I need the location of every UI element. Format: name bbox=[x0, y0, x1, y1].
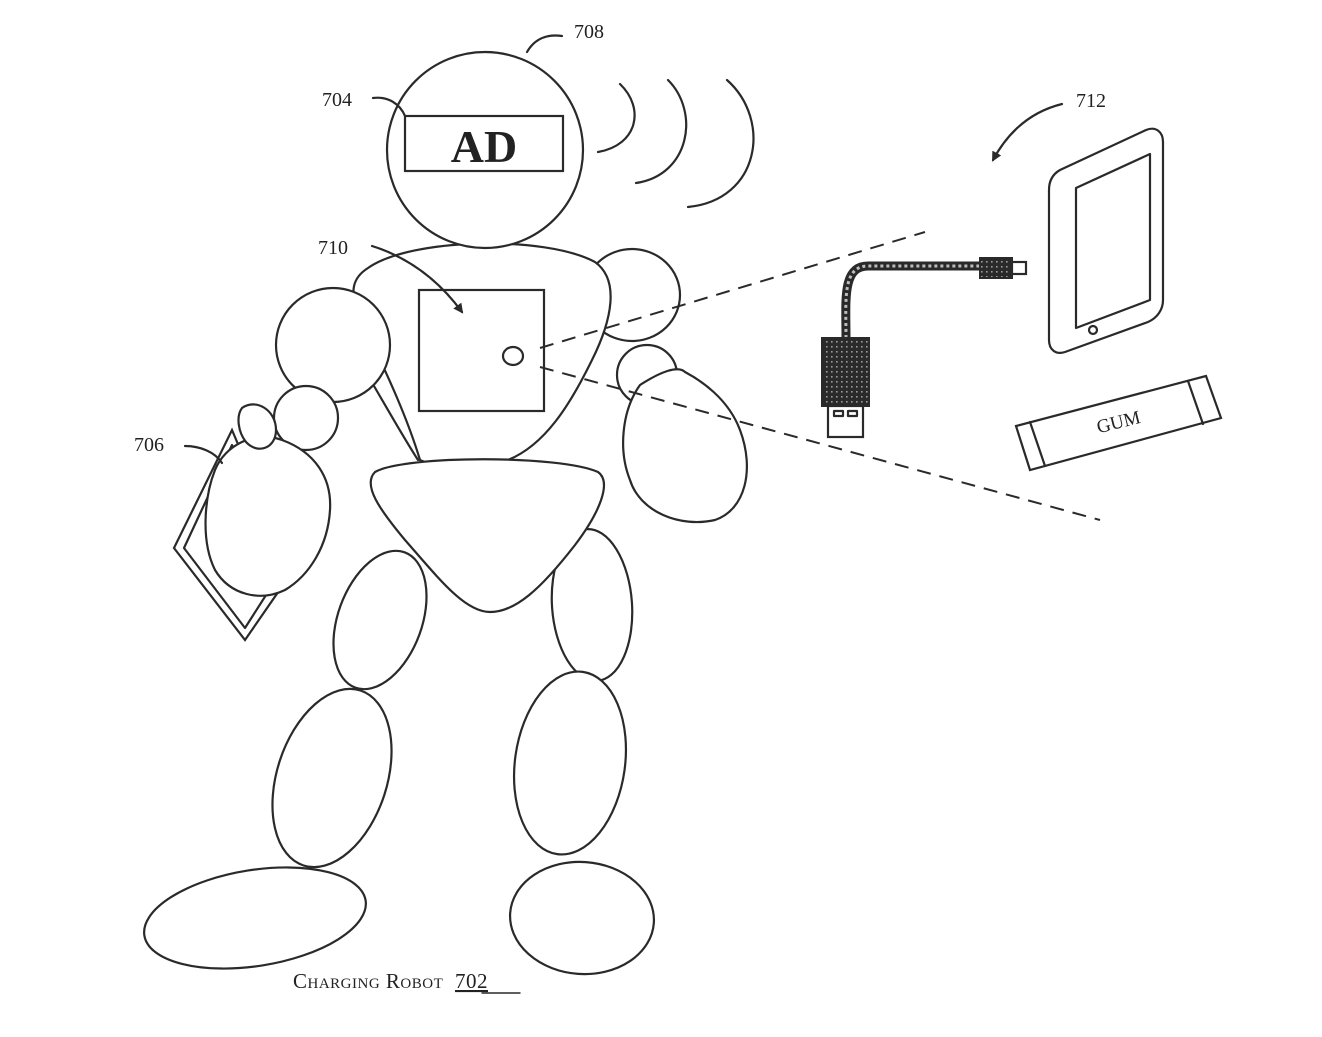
right-hand bbox=[622, 368, 748, 524]
micro-usb-plug bbox=[979, 257, 1013, 279]
ref-710: 710 bbox=[318, 237, 348, 259]
pelvis bbox=[369, 458, 606, 614]
leader-710 bbox=[370, 244, 464, 314]
left-shin bbox=[271, 687, 393, 869]
cable-wire-core bbox=[844, 264, 982, 339]
left-foot bbox=[143, 866, 367, 970]
wireless-signal-icon bbox=[596, 78, 755, 209]
leader-712 bbox=[991, 102, 1064, 162]
ref-706: 706 bbox=[134, 434, 164, 456]
tablet-device bbox=[1047, 127, 1165, 354]
ad-display-704 bbox=[403, 114, 565, 173]
usb-a-pin bbox=[832, 409, 845, 418]
caption-ref: 702 bbox=[455, 969, 488, 993]
gum-end-right bbox=[1186, 379, 1205, 426]
usb-a-plug-body bbox=[821, 337, 870, 407]
usb-a-pin bbox=[846, 409, 859, 418]
gum-package: GUM bbox=[1014, 374, 1223, 472]
right-foot bbox=[508, 860, 656, 976]
left-thumb bbox=[237, 403, 278, 450]
left-hand bbox=[204, 435, 332, 597]
camera-field-of-view bbox=[539, 231, 1101, 521]
caption-text: Charging Robot bbox=[293, 969, 443, 993]
left-thigh bbox=[332, 549, 428, 691]
leader-706 bbox=[183, 444, 224, 465]
right-shin bbox=[512, 670, 628, 856]
robot-right-arm bbox=[615, 343, 748, 524]
cable-wire bbox=[841, 261, 987, 343]
gum-end-left bbox=[1028, 420, 1047, 468]
tablet-home-button bbox=[1087, 324, 1099, 336]
chest-panel bbox=[417, 288, 546, 413]
chest-camera bbox=[501, 345, 525, 367]
reference-leaders bbox=[183, 34, 1064, 465]
gum-wrapper bbox=[1014, 374, 1223, 472]
robot-torso bbox=[352, 242, 682, 614]
leader-704 bbox=[371, 96, 407, 118]
tablet-screen bbox=[1074, 152, 1152, 330]
leader-708 bbox=[525, 34, 564, 54]
micro-usb-tip bbox=[1010, 260, 1028, 276]
ref-704: 704 bbox=[322, 89, 352, 111]
robot-left-arm bbox=[172, 286, 420, 642]
left-shoulder bbox=[274, 286, 392, 404]
figure-caption: Charging Robot 702 bbox=[293, 969, 488, 993]
robot-legs bbox=[143, 528, 656, 976]
ref-708: 708 bbox=[574, 21, 604, 43]
tablet-body bbox=[1047, 127, 1165, 354]
robot-head: AD bbox=[385, 50, 585, 250]
ref-712: 712 bbox=[1076, 90, 1106, 112]
usb-cable-icon bbox=[821, 257, 1028, 439]
left-arm-line bbox=[372, 384, 420, 462]
ad-display-text: AD bbox=[451, 121, 517, 172]
reference-numerals: 708 704 706 710 712 bbox=[134, 21, 1106, 456]
